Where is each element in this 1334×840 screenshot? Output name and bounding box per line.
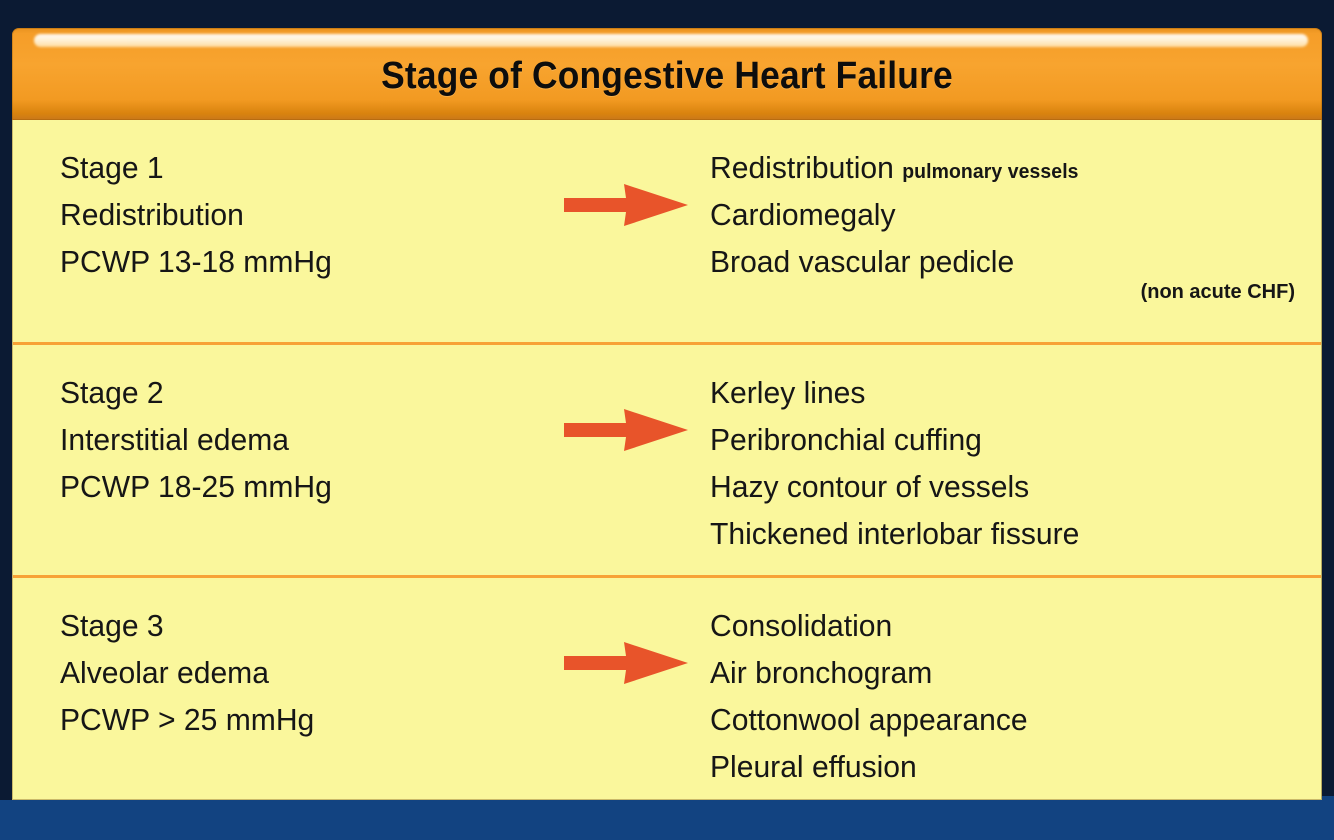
row-1-stage-label: Stage 1 [60,150,164,185]
row-2-type-label: Interstitial edema [60,422,289,458]
row-1-note: (non acute CHF) [1140,281,1295,304]
row-2-stage-label: Stage 2 [60,375,164,410]
row-1-left-column: Stage 1 Redistribution PCWP 13-18 mmHg [13,120,558,285]
stages-table: Stage 1 Redistribution PCWP 13-18 mmHg R… [12,120,1322,800]
row-1-finding-1-main: Redistribution [710,150,894,185]
row-1-type-label: Redistribution [60,197,244,233]
bottom-border-band [0,796,1334,840]
header-highlight-strip [34,34,1308,47]
row-2-pcwp-label: PCWP 18-25 mmHg [60,469,332,505]
row-1-finding-3: Broad vascular pedicle [710,244,1015,280]
row-2-finding-4: Thickened interlobar fissure [710,516,1080,552]
page-title: Stage of Congestive Heart Failure [381,55,953,97]
left-border-band [0,0,12,800]
row-1-finding-1: Redistribution pulmonary vessels [710,144,1293,191]
row-2-finding-3: Hazy contour of vessels [710,469,1030,505]
table-row: Stage 3 Alveolar edema PCWP > 25 mmHg Co… [13,575,1321,797]
row-3-left-column: Stage 3 Alveolar edema PCWP > 25 mmHg [13,578,558,743]
table-row: Stage 2 Interstitial edema PCWP 18-25 mm… [13,342,1321,575]
row-2-right-column: Kerley lines Peribronchial cuffing Hazy … [710,345,1321,557]
row-1-right-column: Redistribution pulmonary vessels Cardiom… [710,120,1321,304]
row-2-finding-1: Kerley lines [710,375,866,410]
row-2-left-column: Stage 2 Interstitial edema PCWP 18-25 mm… [13,345,558,510]
card-header: Stage of Congestive Heart Failure [12,28,1322,120]
row-2-finding-2: Peribronchial cuffing [710,422,982,458]
right-arrow-icon [564,409,688,451]
row-3-stage-label: Stage 3 [60,608,164,643]
row-3-finding-1: Consolidation [710,608,893,643]
row-1-finding-1-sub: pulmonary vessels [902,161,1079,183]
row-3-pcwp-label: PCWP > 25 mmHg [60,702,315,738]
row-1-finding-2: Cardiomegaly [710,197,896,233]
row-3-type-label: Alveolar edema [60,655,269,691]
right-arrow-icon [564,184,688,226]
row-3-finding-3: Cottonwool appearance [710,702,1028,738]
row-3-finding-2: Air bronchogram [710,655,933,691]
row-3-finding-4: Pleural effusion [710,749,917,785]
right-arrow-icon [564,642,688,684]
row-1-pcwp-label: PCWP 13-18 mmHg [60,244,332,280]
table-row: Stage 1 Redistribution PCWP 13-18 mmHg R… [13,120,1321,342]
chf-stages-card: Stage of Congestive Heart Failure Stage … [12,28,1322,800]
row-3-right-column: Consolidation Air bronchogram Cottonwool… [710,578,1321,790]
